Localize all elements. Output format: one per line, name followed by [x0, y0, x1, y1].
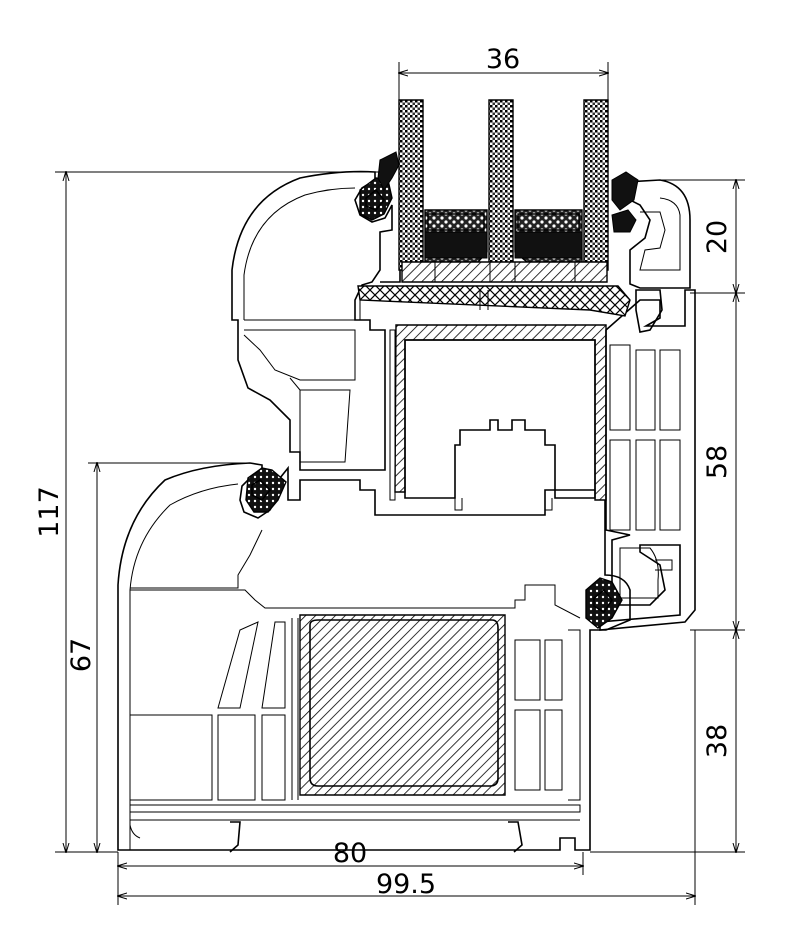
- dim-label-117: 117: [34, 486, 65, 538]
- dimension-labels: 36 117 67 20 58 38 80 99.5: [34, 44, 733, 900]
- dim-label-99-5: 99.5: [376, 869, 436, 900]
- glazing-bead: [611, 171, 691, 333]
- dim-label-80: 80: [333, 838, 367, 869]
- dim-label-20: 20: [702, 220, 733, 254]
- triple-glazing: [357, 99, 631, 317]
- dim-label-38: 38: [702, 724, 733, 758]
- dimension-lines: [55, 62, 745, 905]
- frame-profile: [117, 462, 631, 853]
- dim-label-36: 36: [486, 44, 520, 75]
- dim-label-67: 67: [66, 638, 97, 672]
- sash-profile: [231, 170, 696, 631]
- dim-label-58: 58: [702, 445, 733, 479]
